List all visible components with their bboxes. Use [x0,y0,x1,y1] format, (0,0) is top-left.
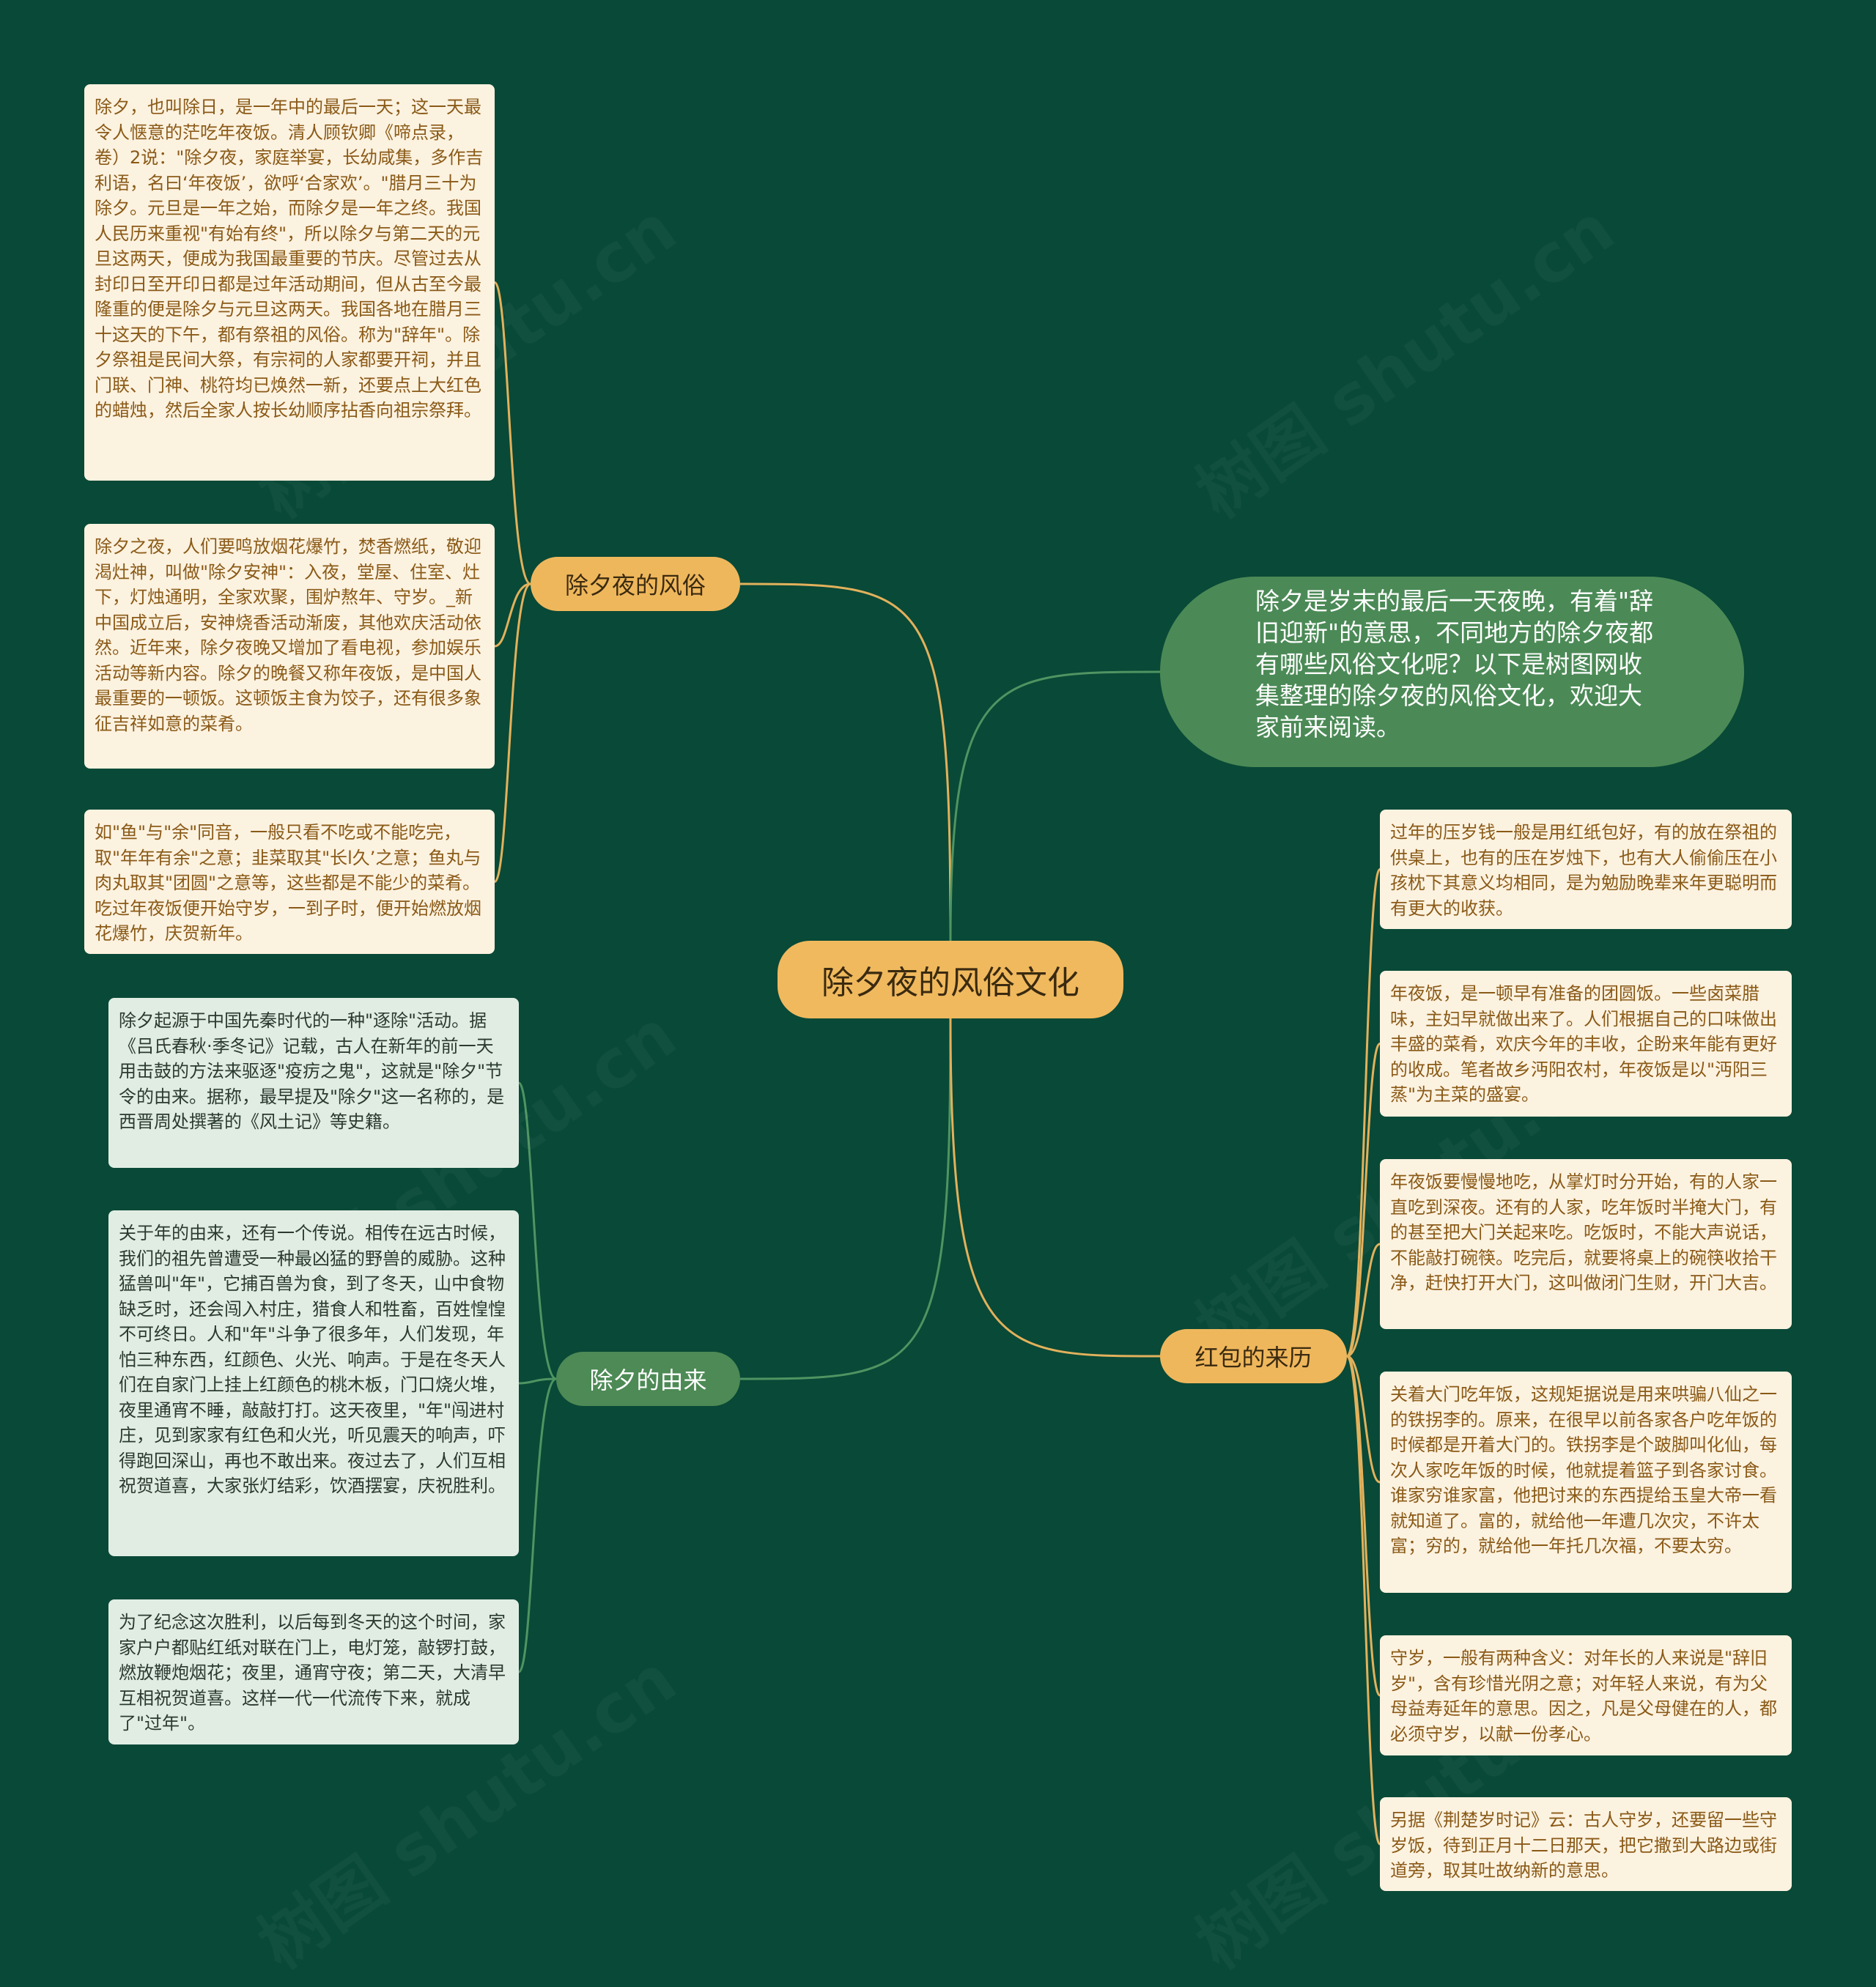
branch-origin[interactable]: 除夕的由来 [556,1352,740,1406]
link-redpacket-leaf-3 [1346,1243,1381,1358]
link-redpacket-leaf-4 [1346,1355,1381,1484]
link-origin-leaf-3 [517,1377,557,1673]
origin-leaf-3: 为了纪念这次胜利，以后每到冬天的这个时间，家家户户都贴红纸对联在门上，电灯笼，敲… [108,1599,519,1744]
link-redpacket-leaf-6 [1345,1355,1381,1846]
link-customs-leaf-3 [493,582,531,883]
link-root-customs [739,582,952,941]
link-root-origin [739,1018,952,1380]
branch-customs[interactable]: 除夕夜的风俗 [531,557,740,611]
link-customs-leaf-1 [493,281,531,585]
customs-leaf-2: 除夕之夜，人们要鸣放烟花爆竹，焚香燃纸，敬迎渴灶神，叫做"除夕安神"：入夜，堂屋… [84,524,495,769]
redpacket-leaf-5: 守岁，一般有两种含义：对年长的人来说是"辞旧岁"，含有珍惜光阴之意；对年轻人来说… [1380,1635,1792,1755]
branch-redpacket[interactable]: 红包的来历 [1160,1329,1347,1383]
customs-leaf-3: 如"鱼"与"余"同音，一般只看不吃或不能吃完，取"年年有余"之意；韭菜取其"长l… [84,810,495,954]
origin-leaf-2: 关于年的由来，还有一个传说。相传在远古时候，我们的祖先曾遭受一种最凶猛的野兽的威… [108,1210,519,1556]
redpacket-leaf-3: 年夜饭要慢慢地吃，从掌灯时分开始，有的人家一直吃到深夜。还有的人家，吃年饭时半掩… [1380,1159,1792,1329]
link-redpacket-leaf-2 [1345,1043,1381,1358]
link-customs-leaf-2 [494,582,531,648]
link-origin-leaf-2 [518,1377,557,1385]
redpacket-leaf-2: 年夜饭，是一顿早有准备的团圆饭。一些卤菜腊味，主妇早就做出来了。人们根据自己的口… [1380,971,1792,1117]
link-root-redpacket [949,1018,1161,1358]
root-node[interactable]: 除夕夜的风俗文化 [778,941,1123,1018]
intro-node[interactable]: 除夕是岁末的最后一天夜晚，有着"辞旧迎新"的意思，不同地方的除夕夜都有哪些风俗文… [1160,577,1744,767]
redpacket-leaf-1: 过年的压岁钱一般是用红纸包好，有的放在祭祖的供桌上，也有的压在岁烛下，也有大人偷… [1380,810,1792,929]
origin-leaf-1: 除夕起源于中国先秦时代的一种"逐除"活动。据《吕氏春秋·季冬记》记载，古人在新年… [108,998,519,1168]
link-origin-leaf-1 [517,1081,557,1380]
redpacket-leaf-6: 另据《荆楚岁时记》云：古人守岁，还要留一些守岁饭，待到正月十二日那天，把它撒到大… [1380,1797,1792,1891]
customs-leaf-1: 除夕，也叫除日，是一年中的最后一天；这一天最令人惬意的茫吃年夜饭。清人顾钦卿《啼… [84,84,495,481]
link-root-intro [949,670,1161,941]
redpacket-leaf-4: 关着大门吃年饭，这规矩据说是用来哄骗八仙之一的铁拐李的。原来，在很早以前各家各户… [1380,1372,1792,1593]
link-redpacket-leaf-1 [1345,868,1381,1358]
